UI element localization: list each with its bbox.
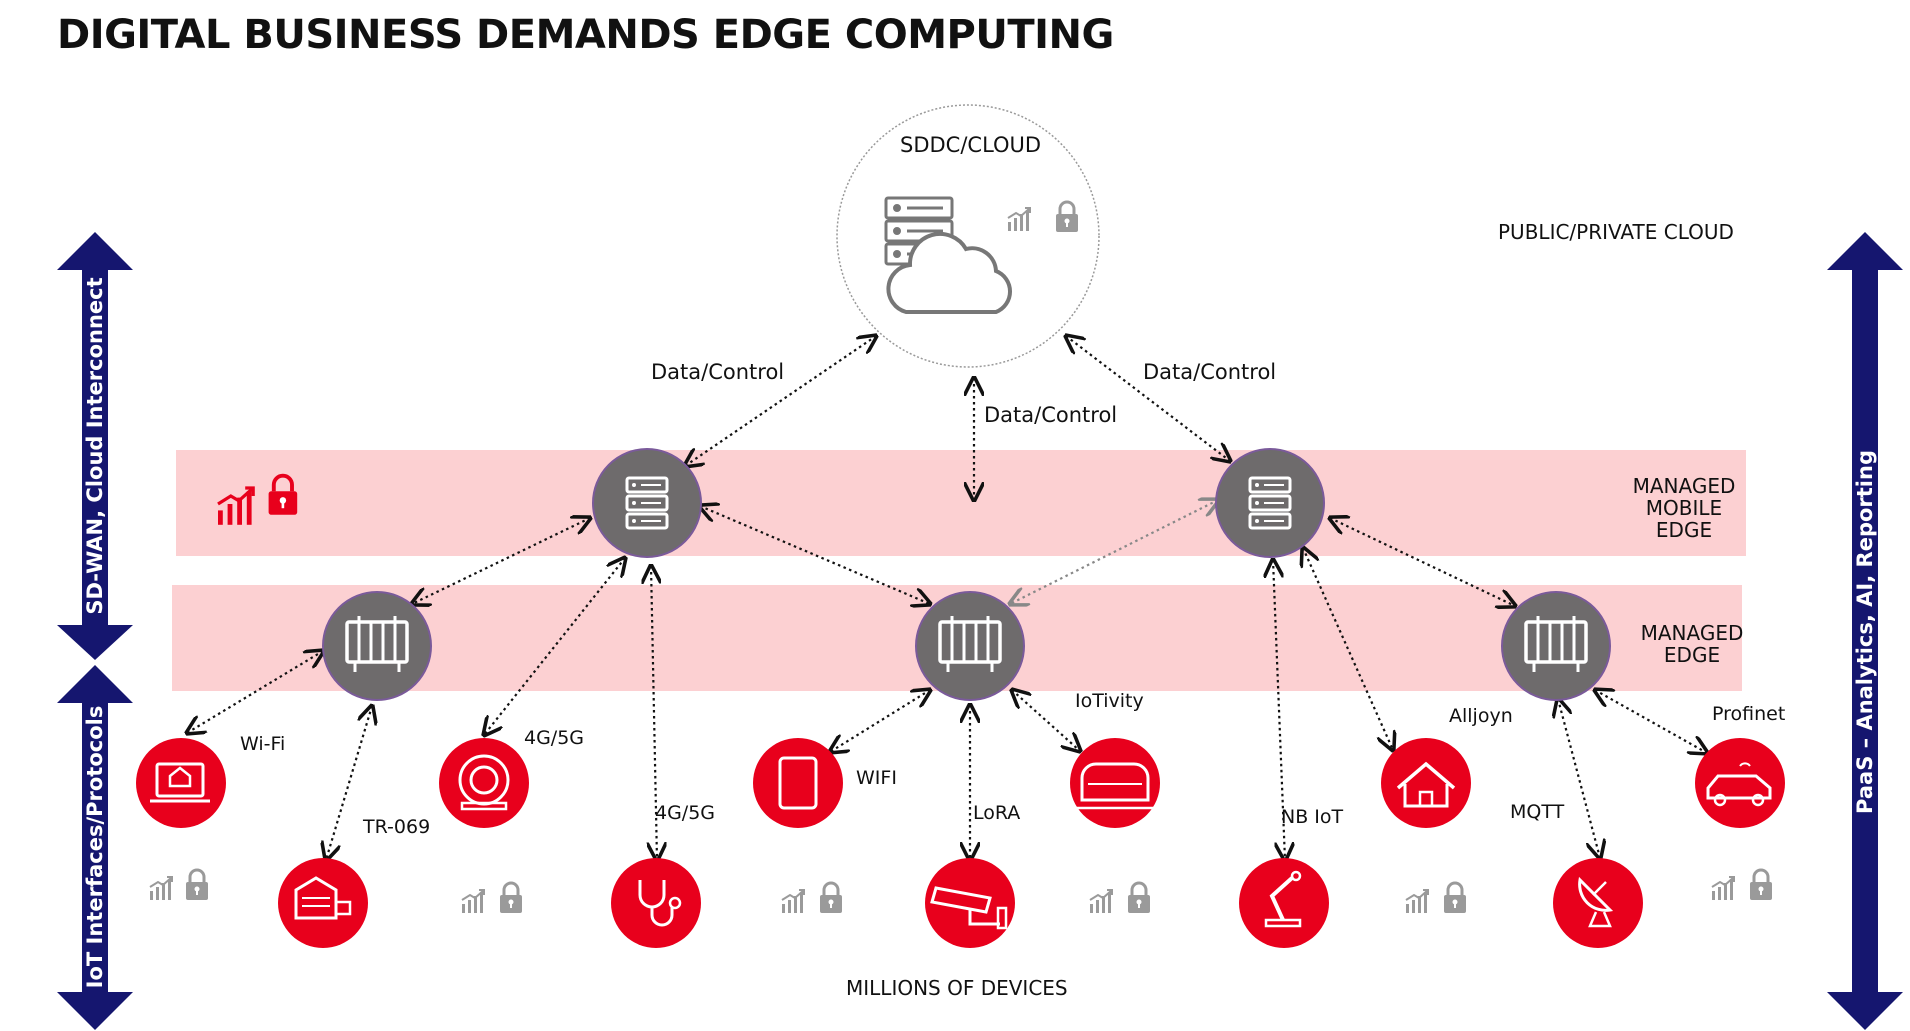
protocol-profinet: Profinet: [1712, 703, 1786, 725]
edge-gateway-center: [915, 591, 1025, 701]
sdwan-arrow-label: SD-WAN, Cloud Interconnect: [83, 277, 107, 615]
protocol-wifi: Wi-Fi: [240, 733, 286, 755]
satellite-dish-icon: [1553, 858, 1643, 948]
mobile-edge-hub-right: [1215, 448, 1325, 558]
protocol-tr069: TR-069: [363, 816, 431, 838]
edge-gateway-left: [322, 591, 432, 701]
house-icon: [1381, 738, 1471, 828]
cloud-node: [836, 104, 1100, 368]
link-label-center: Data/Control: [984, 403, 1118, 427]
managed-edge-label: MANAGED EDGE: [1640, 621, 1744, 667]
link-label-right: Data/Control: [1143, 360, 1277, 384]
lock-icon: [498, 881, 524, 915]
analytics-icon: [149, 876, 173, 901]
lock-icon: [184, 868, 210, 902]
lock-icon: [818, 881, 844, 915]
protocol-4g5g-b: 4G/5G: [655, 802, 716, 824]
analytics-icon: [781, 889, 805, 914]
protocol-mqtt: MQTT: [1510, 801, 1565, 823]
train-icon: [1070, 738, 1160, 828]
protocol-iotivity: IoTivity: [1075, 690, 1144, 712]
cloud-icon: [886, 231, 1013, 314]
edge-gateway-right: [1501, 591, 1611, 701]
public-private-cloud-label: PUBLIC/PRIVATE CLOUD: [1498, 220, 1734, 244]
link-lines: [187, 336, 1707, 860]
paas-arrow-label: PaaS – Analytics, AI, Reporting: [1853, 450, 1877, 814]
protocol-nbiot: NB IoT: [1281, 806, 1344, 828]
garage-truck-icon: [278, 858, 368, 948]
analytics-icon: [461, 889, 485, 914]
mobile-edge-hub-left: [592, 448, 702, 558]
iot-double-arrow: [57, 665, 133, 1030]
lock-icon: [1442, 881, 1468, 915]
smart-home-laptop-icon: [136, 738, 226, 828]
mri-scanner-icon: [439, 738, 529, 828]
cloud-label: SDDC/CLOUD: [900, 133, 1042, 157]
paas-double-arrow: [1827, 232, 1903, 1030]
analytics-icon: [1089, 889, 1113, 914]
robot-arm-icon: [1239, 858, 1329, 948]
devices-label: MILLIONS OF DEVICES: [846, 976, 1068, 1000]
link-label-left: Data/Control: [651, 360, 785, 384]
lock-icon: [1126, 881, 1152, 915]
managed-mobile-edge-label: MANAGED MOBILE EDGE: [1632, 474, 1736, 542]
lock-icon: [1748, 868, 1774, 902]
connected-car-icon: [1695, 738, 1785, 828]
protocol-wifi2: WIFI: [856, 767, 897, 789]
stethoscope-icon: [611, 858, 701, 948]
security-camera-icon: [925, 858, 1015, 948]
tablet-icon: [753, 738, 843, 828]
sdwan-double-arrow: [57, 232, 133, 660]
protocol-alljoyn: Alljoyn: [1449, 705, 1513, 727]
iot-arrow-label: IoT Interfaces/Protocols: [83, 705, 107, 989]
protocol-lora: LoRA: [973, 802, 1021, 824]
managed-mobile-edge-band: [176, 450, 1746, 556]
protocol-4g5g-a: 4G/5G: [524, 727, 585, 749]
analytics-icon: [1405, 889, 1429, 914]
analytics-icon: [1711, 876, 1735, 901]
page-title: DIGITAL BUSINESS DEMANDS EDGE COMPUTING: [57, 12, 1114, 58]
gray-link: [1010, 500, 1218, 604]
